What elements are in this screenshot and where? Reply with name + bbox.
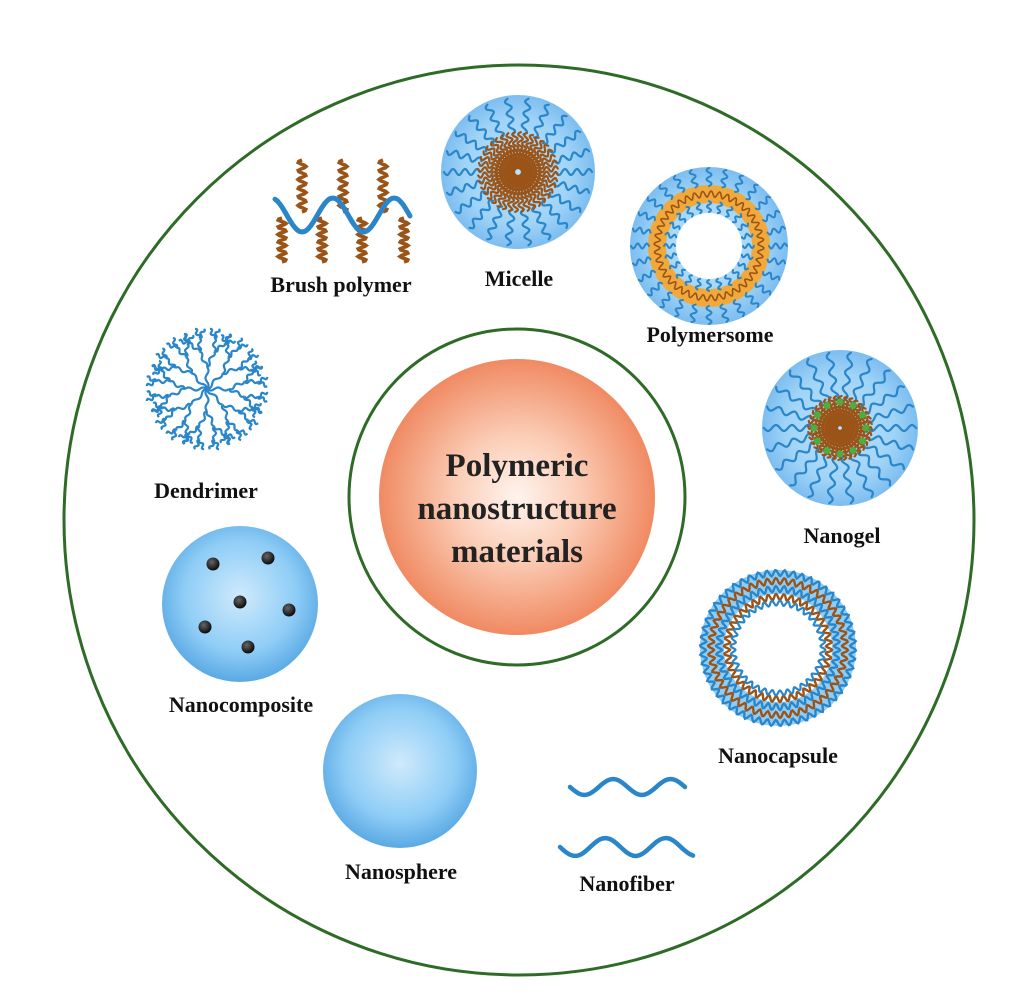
polymersome-label: Polymersome [646,322,773,347]
center-ring [347,327,687,667]
micelle-illustration [441,95,595,249]
nanofiber-illustration [557,776,696,859]
brush-polymer-label: Brush polymer [270,272,411,297]
nanosphere-illustration [323,694,477,848]
polymersome-illustration [630,167,788,325]
center-sphere [379,359,655,635]
nanogel-illustration [762,350,918,506]
dendrimer-illustration [145,327,269,451]
nanocapsule-illustration [698,568,858,728]
micelle-label: Micelle [485,266,554,291]
center-title-line-2: nanostructure [417,491,616,527]
nanocomposite-label: Nanocomposite [169,692,313,717]
nanocapsule-label: Nanocapsule [718,743,838,768]
nanocomposite-illustration [162,526,318,682]
outer-ring [62,63,976,977]
brush-polymer-illustration [272,158,413,264]
center-title-line-3: materials [451,534,583,570]
center-title-line-1: Polymeric [446,448,589,484]
dendrimer-label: Dendrimer [154,478,258,503]
nanosphere-label: Nanosphere [345,859,457,884]
nanogel-label: Nanogel [804,523,881,548]
nanofiber-label: Nanofiber [579,871,675,896]
